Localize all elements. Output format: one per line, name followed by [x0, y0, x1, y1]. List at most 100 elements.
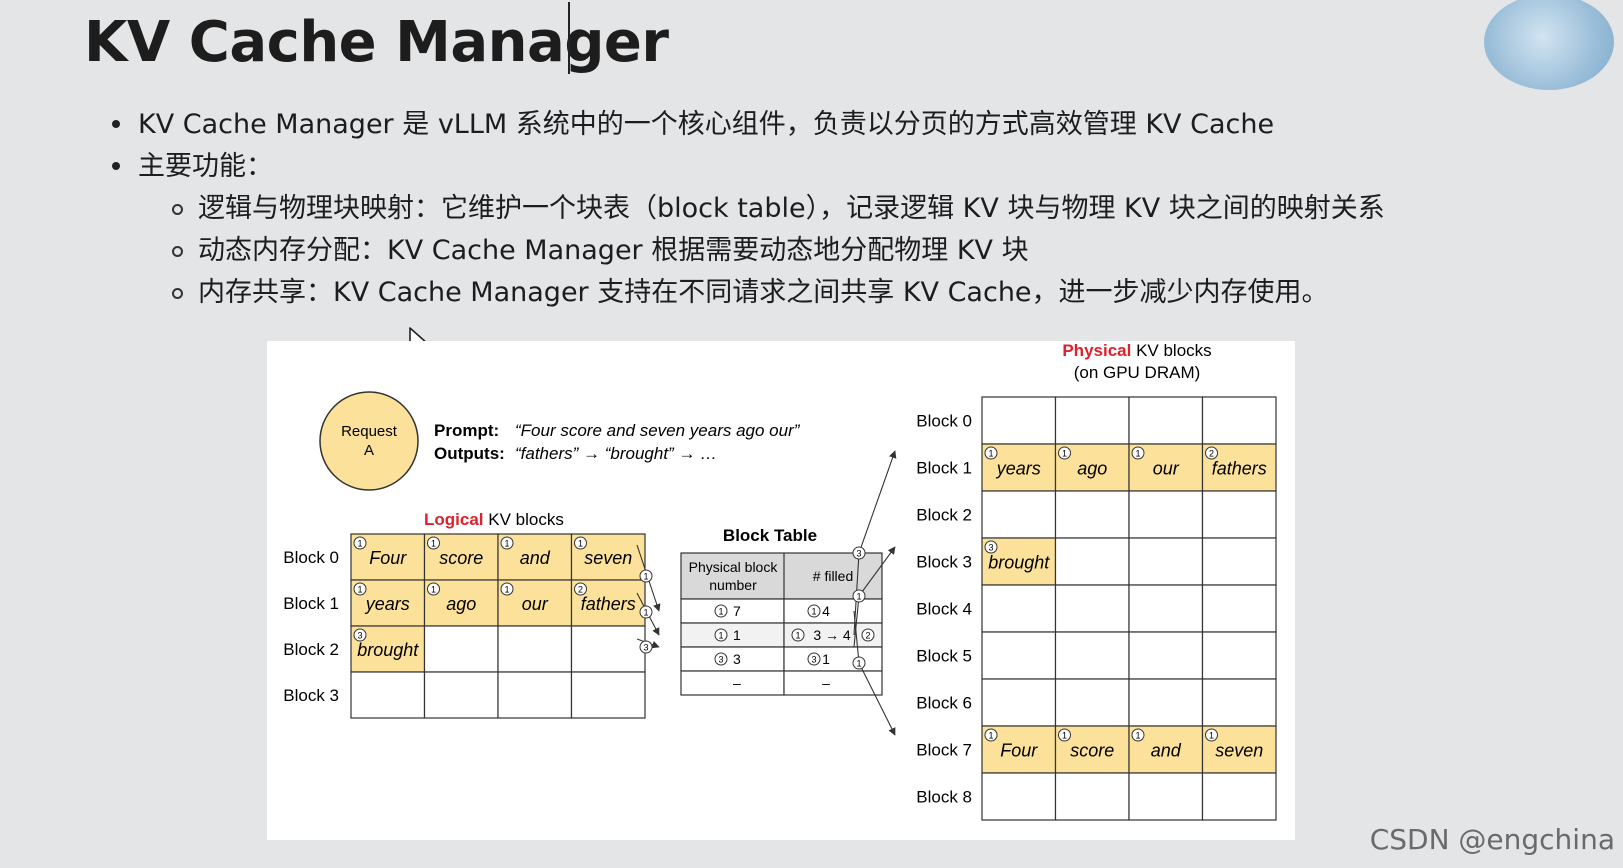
step-mark-label: 3 [811, 655, 816, 665]
step-mark-icon [807, 604, 821, 618]
logical-block-label: Block 3 [283, 686, 339, 705]
step-mark-icon [639, 605, 653, 619]
logical-token-text: and [520, 548, 551, 568]
physical-block-label: Block 7 [916, 741, 972, 760]
step-mark-icon [639, 640, 653, 654]
physical-token-cell [1201, 772, 1277, 821]
logical-token-cell [570, 625, 646, 673]
physical-token-cell [1054, 772, 1130, 821]
physical-token-cell [1054, 584, 1130, 633]
logical-token-cell [423, 671, 499, 719]
physical-token-cell [1054, 490, 1130, 539]
block-table-cell [783, 646, 883, 672]
step-mark-icon [427, 536, 440, 550]
step-mark-icon [574, 582, 587, 596]
physical-kv-blocks-subtitle: (on GPU DRAM) [1074, 363, 1201, 382]
physical-token-cell [1201, 584, 1277, 633]
step-mark-icon [807, 652, 821, 666]
step-mark-icon [714, 652, 728, 666]
physical-token-text: our [1153, 459, 1180, 479]
block-table-cell [680, 670, 785, 696]
step-mark-label: 3 [357, 631, 362, 641]
step-mark-icon [1205, 728, 1218, 742]
step-mark-label: 1 [856, 592, 861, 602]
step-mark-icon [984, 446, 998, 460]
block-table-physical-number: – [733, 675, 741, 691]
step-mark-label: 3 [718, 655, 723, 665]
bullet-dot [112, 162, 120, 170]
block-table-filled-count: 1 [822, 651, 830, 667]
block-table-physical-number: 3 [733, 651, 741, 667]
block-table-filled-count: 4 [822, 603, 830, 619]
step-mark-label: 1 [1062, 449, 1067, 459]
step-mark-icon [427, 582, 440, 596]
step-mark-icon [353, 628, 367, 642]
physical-block-label: Block 0 [916, 412, 972, 431]
step-mark-icon [1205, 446, 1218, 460]
physical-token-text: fathers [1212, 459, 1267, 479]
physical-title-red: Physical [1062, 341, 1131, 360]
step-mark-label: 2 [578, 585, 583, 595]
physical-token-cell [1128, 490, 1204, 539]
step-mark-label: 1 [643, 572, 648, 582]
step-mark-label: 1 [1135, 449, 1140, 459]
sub-bullet-ring [172, 246, 183, 257]
bullet-item: KV Cache Manager 是 vLLM 系统中的一个核心组件，负责以分页… [138, 109, 1275, 140]
step-mark-icon [984, 540, 998, 554]
outputs-text: “fathers” → “brought” → … [515, 444, 717, 463]
step-mark-label: 2 [865, 631, 870, 641]
logical-title-rest: KV blocks [484, 510, 564, 529]
step-mark-label: 2 [1209, 449, 1214, 459]
physical-token-cell [1054, 631, 1130, 680]
logical-token-text: brought [357, 640, 419, 660]
physical-token-cell [1201, 537, 1277, 586]
physical-token-cell [981, 772, 1057, 821]
bullet-dot [112, 120, 120, 128]
physical-token-cell [1128, 678, 1204, 727]
step-mark-icon [852, 546, 866, 560]
step-mark-label: 3 [988, 543, 993, 553]
block-table-filled-count: – [822, 675, 830, 691]
step-mark-label: 1 [718, 631, 723, 641]
step-mark-label: 1 [431, 539, 436, 549]
step-mark-icon [1131, 446, 1145, 460]
step-mark-label: 1 [988, 449, 993, 459]
step-mark-icon [574, 536, 587, 550]
block-table-cell [680, 598, 785, 624]
physical-token-cell [1128, 396, 1204, 445]
physical-token-cell [1128, 537, 1204, 586]
request-label: Request [341, 423, 398, 440]
csdn-watermark: CSDN @engchina [1369, 823, 1615, 856]
block-table-filled-count: 3 → 4 [813, 627, 851, 643]
physical-token-cell [1128, 772, 1204, 821]
physical-block-label: Block 1 [916, 459, 972, 478]
step-mark-label: 3 [856, 549, 861, 559]
logical-token-cell [423, 625, 499, 673]
text-caret [568, 2, 570, 74]
bullet-item: 主要功能： [138, 151, 273, 182]
physical-token-text: Four [1000, 741, 1038, 761]
step-mark-label: 1 [357, 585, 362, 595]
step-mark-label: 1 [357, 539, 362, 549]
logical-token-text: score [439, 548, 483, 568]
step-mark-icon [500, 536, 514, 550]
step-mark-label: 1 [643, 608, 648, 618]
block-table-physical-number: 7 [733, 603, 741, 619]
step-mark-label: 1 [1062, 731, 1067, 741]
physical-block-label: Block 3 [916, 553, 972, 572]
step-mark-label: 1 [504, 585, 509, 595]
logical-token-text: years [364, 594, 410, 614]
step-mark-label: 1 [504, 539, 509, 549]
sub-bullet-item: 逻辑与物理块映射：它维护一个块表（block table），记录逻辑 KV 块与… [198, 193, 1385, 224]
prompt-text: “Four score and seven years ago our” [515, 421, 801, 440]
sub-bullet-item: 内存共享：KV Cache Manager 支持在不同请求之间共享 KV Cac… [198, 277, 1329, 308]
logical-token-cell [350, 671, 426, 719]
physical-token-cell [1201, 490, 1277, 539]
step-mark-icon [639, 569, 653, 583]
step-mark-icon [852, 656, 866, 670]
physical-token-cell [1128, 584, 1204, 633]
step-mark-icon [353, 536, 367, 550]
